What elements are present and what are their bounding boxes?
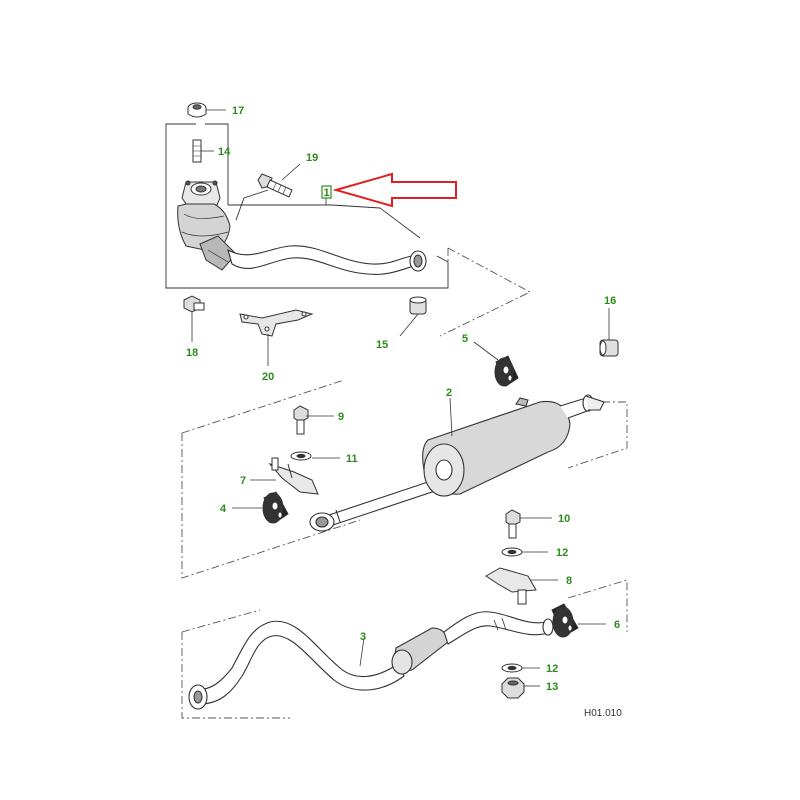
- callout-9[interactable]: 9: [338, 411, 344, 423]
- callout-12-lower[interactable]: 12: [546, 663, 558, 675]
- callout-15[interactable]: 15: [376, 339, 388, 351]
- red-pointer-arrow: [332, 172, 457, 208]
- callout-16[interactable]: 16: [604, 295, 616, 307]
- part-16-rubber[interactable]: [599, 339, 619, 357]
- part-18-bolt[interactable]: [183, 295, 205, 313]
- part-2-rear-silencer[interactable]: [422, 394, 605, 497]
- boundary-middle-group: [181, 379, 628, 579]
- callout-2[interactable]: 2: [446, 387, 452, 399]
- boundary-bottom-group: [181, 579, 628, 719]
- intermediate-pipe[interactable]: [309, 477, 445, 532]
- callout-10[interactable]: 10: [558, 513, 570, 525]
- callout-19[interactable]: 19: [306, 152, 318, 164]
- callout-20[interactable]: 20: [262, 371, 274, 383]
- callout-18[interactable]: 18: [186, 347, 198, 359]
- callout-4[interactable]: 4: [220, 503, 227, 515]
- part-11-washer[interactable]: [290, 451, 312, 461]
- part-8-bracket[interactable]: [485, 567, 537, 605]
- part-13-nut[interactable]: [501, 677, 525, 699]
- callout-6[interactable]: 6: [614, 619, 620, 631]
- callout-7[interactable]: 7: [240, 475, 246, 487]
- part-1-front-pipe[interactable]: [227, 245, 427, 275]
- callout-5[interactable]: 5: [462, 333, 468, 345]
- callout-12-upper[interactable]: 12: [556, 547, 568, 559]
- part-19-bolt[interactable]: [257, 173, 293, 198]
- part-17-nut[interactable]: [187, 102, 207, 118]
- part-20-bracket[interactable]: [239, 309, 314, 337]
- catalytic-converter[interactable]: [177, 180, 237, 271]
- part-6-rubber-mount[interactable]: [551, 603, 579, 638]
- part-12-washer-lower[interactable]: [501, 663, 523, 673]
- top-group-frame: [165, 123, 449, 289]
- callout-13[interactable]: 13: [546, 681, 558, 693]
- part-7-bracket[interactable]: [268, 457, 319, 495]
- boundary-top-group: [439, 247, 531, 337]
- part-3-centre-pipe[interactable]: [188, 611, 554, 710]
- callout-1[interactable]: 1: [324, 187, 330, 199]
- callout-14[interactable]: 14: [218, 146, 231, 158]
- part-10-bolt[interactable]: [505, 509, 521, 539]
- drawing-code: H01.010: [584, 708, 622, 719]
- part-14-stud[interactable]: [192, 139, 202, 163]
- callout-3[interactable]: 3: [360, 631, 366, 643]
- part-12-washer-upper[interactable]: [501, 547, 523, 557]
- callout-17[interactable]: 17: [232, 105, 244, 117]
- part-9-bolt[interactable]: [293, 405, 309, 435]
- callouts: 1 2 3 4 5 6 7 8 9 10 11 12 12 13 14 15 1…: [186, 105, 620, 693]
- leader-lines: [191, 109, 610, 687]
- part-4-rubber-mount[interactable]: [262, 491, 289, 524]
- part-1-highlight-box: [321, 185, 332, 199]
- part-15-rubber-mount[interactable]: [409, 296, 427, 315]
- part-5-rubber-mount[interactable]: [494, 355, 519, 387]
- callout-11[interactable]: 11: [346, 453, 358, 465]
- group-boundaries: [181, 247, 628, 719]
- callout-8[interactable]: 8: [566, 575, 572, 587]
